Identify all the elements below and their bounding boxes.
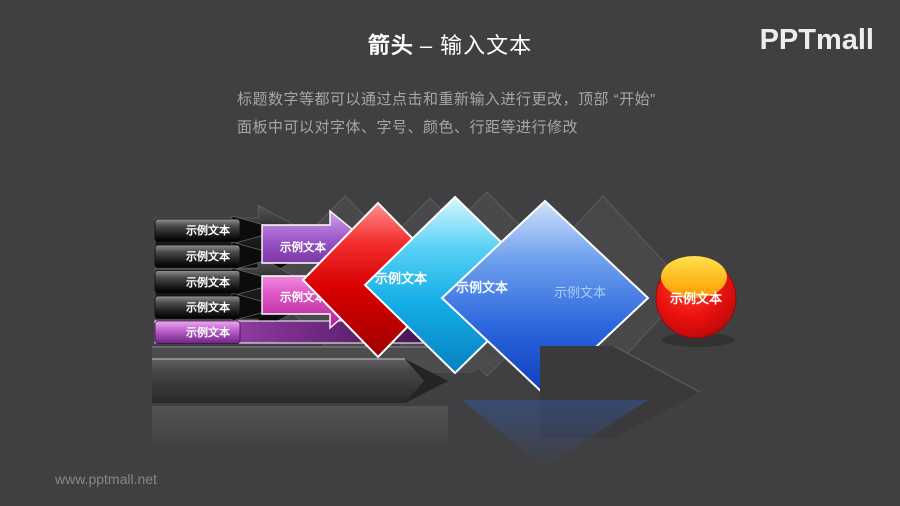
bar-1 xyxy=(154,218,241,242)
ball-label: 示例文本 xyxy=(670,291,722,306)
bar-label-3: 示例文本 xyxy=(185,275,230,289)
description-text: 标题数字等都可以通过点击和重新输入进行更改，顶部 “开始” 面板中可以对字体、字… xyxy=(237,86,656,142)
bar-label-1: 示例文本 xyxy=(185,223,230,237)
bar-label-2: 示例文本 xyxy=(185,249,230,263)
base-bar-notch xyxy=(405,359,448,403)
page-title: 箭头– 输入文本 xyxy=(0,28,900,60)
red-arrow-label: 示例文本 xyxy=(375,271,427,286)
title-keyword: 箭头 xyxy=(367,33,414,58)
purple-arrow-label: 示例文本 xyxy=(279,240,326,254)
base-bar-main xyxy=(152,359,448,403)
description-line-1: 标题数字等都可以通过点击和重新输入进行更改，顶部 “开始” xyxy=(237,91,656,108)
base-bar-reflection xyxy=(152,406,448,448)
ball-gloss xyxy=(661,256,727,298)
ball-shadow xyxy=(661,333,735,347)
description-line-2: 面板中可以对字体、字号、颜色、行距等进行修改 xyxy=(237,119,579,136)
bar-3 xyxy=(154,270,241,294)
pptmall-logo: PPTmall xyxy=(759,24,874,56)
site-url: www.pptmall.net xyxy=(55,471,157,487)
bar-2 xyxy=(154,244,241,268)
bar-4 xyxy=(154,295,241,319)
magenta-arrow-label: 示例文本 xyxy=(279,290,326,304)
bar-label-5: 示例文本 xyxy=(185,325,230,339)
front-dark-chevron-edge xyxy=(613,345,701,393)
blue-arrow-reflection xyxy=(462,400,648,468)
bar-5 xyxy=(154,320,241,344)
bar-label-4: 示例文本 xyxy=(185,300,230,314)
blue-arrow-label: 示例文本 xyxy=(554,285,606,300)
title-rest: – 输入文本 xyxy=(419,33,533,58)
cyan-arrow-label: 示例文本 xyxy=(456,280,508,295)
